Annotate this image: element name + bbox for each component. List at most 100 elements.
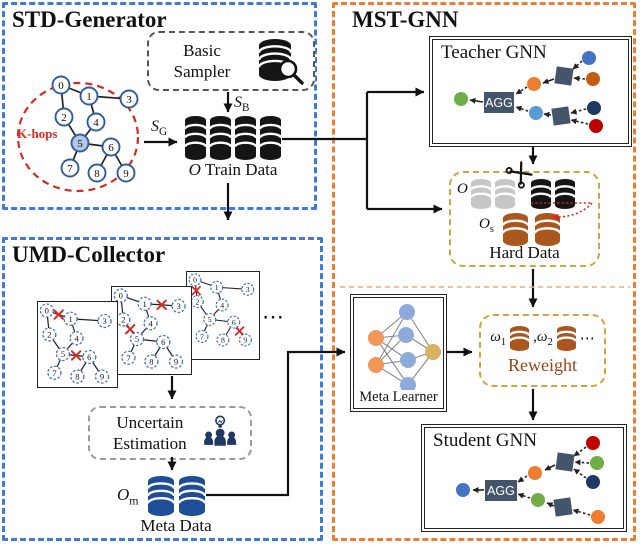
- teacher-gnn-diagram: AGG: [454, 51, 603, 133]
- database-cylinder-icon: [501, 213, 530, 246]
- database-cylinder-icon: [533, 213, 562, 246]
- sb-sub: B: [242, 102, 250, 115]
- database-cylinder-icon: [257, 39, 293, 81]
- sb-label: SB: [234, 95, 249, 114]
- database-cylinder-icon: [208, 116, 233, 160]
- svg-text:4: 4: [93, 117, 99, 129]
- reweight-ellipsis: ⋯: [579, 331, 595, 347]
- uncertain-line2: Estimation: [113, 434, 187, 453]
- svg-text:8: 8: [149, 357, 153, 367]
- svg-text:3: 3: [102, 316, 106, 326]
- sg-label: SG: [151, 119, 167, 138]
- reweight-label: Reweight: [508, 355, 577, 375]
- svg-text:6: 6: [87, 352, 91, 362]
- database-cylinder-icon: [177, 476, 207, 516]
- svg-text:2: 2: [61, 112, 67, 124]
- svg-text:0: 0: [58, 80, 64, 92]
- svg-text:9: 9: [123, 168, 129, 180]
- hard-data-label: Hard Data: [489, 243, 560, 262]
- weight-cylinder-icon: [509, 326, 531, 351]
- svg-text:5: 5: [208, 315, 212, 324]
- svg-text:1: 1: [86, 91, 92, 103]
- svg-text:5: 5: [135, 334, 139, 344]
- svg-text:0: 0: [193, 276, 197, 285]
- meta-learner-label: Meta Learner: [359, 389, 438, 405]
- student-gnn-box: Student GNN AGG: [421, 424, 627, 532]
- sg-sub: G: [159, 126, 168, 139]
- database-cylinder-icon: [258, 116, 282, 160]
- svg-text:6: 6: [161, 337, 165, 347]
- w2-sub: 2: [547, 337, 553, 348]
- people-idea-icon: [203, 415, 236, 446]
- svg-text:7: 7: [67, 163, 73, 175]
- database-cylinder-icon: [529, 179, 553, 209]
- om-main: O: [117, 485, 130, 504]
- svg-text:1: 1: [68, 314, 72, 324]
- mst-gnn-panel: [332, 2, 636, 541]
- comma: ,: [533, 329, 537, 345]
- basic-sampler-line2: Sampler: [173, 62, 231, 81]
- basic-sampler-box: Basic Sampler: [147, 31, 315, 91]
- svg-text:6: 6: [108, 142, 114, 154]
- meta-learner-network: [368, 304, 441, 390]
- w2-main: ω: [536, 329, 548, 345]
- svg-text:8: 8: [94, 168, 100, 180]
- basic-sampler-label: Basic Sampler: [159, 40, 245, 83]
- w1-main: ω: [490, 329, 501, 345]
- svg-text:2: 2: [195, 297, 199, 306]
- database-cylinder-icon: [147, 476, 176, 516]
- student-gnn-diagram: AGG: [456, 436, 605, 524]
- hard-os-main: O: [479, 216, 490, 232]
- svg-text:9: 9: [243, 336, 247, 345]
- w2-label: ,ω2: [533, 329, 553, 348]
- database-cylinder-icon: [555, 326, 577, 351]
- svg-text:0: 0: [45, 306, 49, 316]
- reweight-box: ω1 ,ω2 ⋯ Reweight: [479, 314, 606, 387]
- train-data-label: O Train Data: [178, 161, 288, 178]
- umd-collector-title: UMD-Collector: [12, 242, 166, 267]
- uncertain-label: Uncertain Estimation: [100, 412, 200, 455]
- database-cylinder-icon: [184, 116, 208, 160]
- student-gnn-title: Student GNN: [433, 430, 537, 451]
- svg-text:3: 3: [246, 285, 250, 294]
- database-cylinder-icon: [509, 326, 531, 351]
- svg-text:1: 1: [142, 299, 146, 309]
- svg-text:3: 3: [126, 94, 132, 106]
- svg-text:7: 7: [126, 353, 130, 363]
- svg-text:5: 5: [61, 349, 65, 359]
- teacher-gnn-box: Teacher GNN AGG: [429, 36, 632, 147]
- database-cylinder-icon: [493, 179, 517, 209]
- hard-o: O: [457, 181, 468, 197]
- svg-text:4: 4: [74, 333, 79, 343]
- svg-text:2: 2: [121, 315, 125, 325]
- hard-os-sub: s: [489, 224, 494, 235]
- w1-label: ω1: [490, 329, 506, 348]
- svg-text:7: 7: [200, 332, 204, 341]
- meta-learner-box: Meta Learner: [350, 294, 447, 412]
- uncertain-estimation-box: Uncertain Estimation: [88, 406, 252, 460]
- database-cylinder-icon: [233, 116, 258, 160]
- svg-text:AGG: AGG: [487, 484, 515, 498]
- svg-text:0: 0: [119, 291, 123, 301]
- svg-text:4: 4: [148, 318, 153, 328]
- std-generator-title: STD-Generator: [12, 7, 167, 32]
- database-search-icon: [257, 39, 304, 85]
- svg-text:1: 1: [215, 283, 219, 292]
- om-label: Om: [117, 486, 139, 507]
- sg-main: S: [151, 118, 159, 135]
- basic-sampler-line1: Basic: [183, 40, 221, 60]
- meta-data-cylinders: [147, 476, 207, 516]
- scissors-icon: [505, 161, 533, 189]
- svg-text:AGG: AGG: [485, 96, 513, 110]
- svg-text:8: 8: [75, 372, 79, 382]
- svg-text:7: 7: [52, 368, 56, 378]
- train-o: O: [188, 160, 201, 179]
- meta-data-label: Meta Data: [140, 516, 212, 535]
- svg-text:9: 9: [174, 357, 178, 367]
